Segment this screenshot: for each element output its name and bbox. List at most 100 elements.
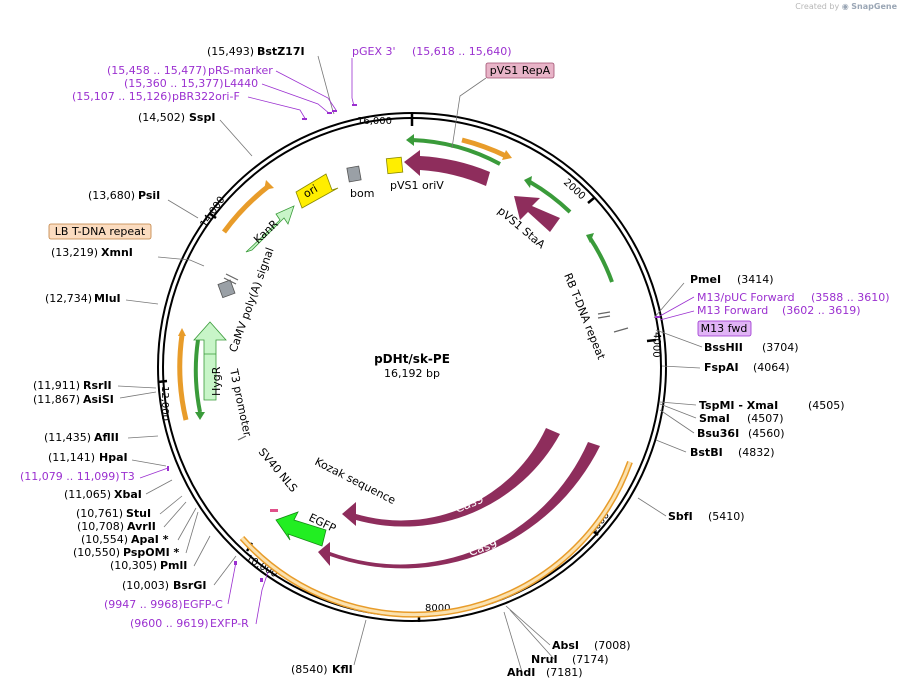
svg-text:(3704): (3704) [762, 341, 799, 354]
oriv-origin-box [385, 156, 404, 175]
plasmid-name: pDHt/sk-PE [374, 352, 450, 366]
svg-text:(11,867): (11,867) [33, 393, 80, 406]
site-sspi[interactable]: (14,502)SspI [138, 111, 215, 124]
site-tspmi-xmai[interactable]: TspMI - XmaI(4505) [699, 399, 845, 412]
primer-exfp-r[interactable]: (9600 .. 9619)EXFP-R [130, 617, 249, 630]
svg-text:XmnI: XmnI [101, 246, 133, 259]
site-smai[interactable]: SmaI(4507) [699, 412, 784, 425]
svg-text:M13 Forward: M13 Forward [697, 304, 768, 317]
site-psii[interactable]: (13,680)PsiI [88, 189, 160, 202]
svg-text:NruI: NruI [531, 653, 558, 666]
pvs1-repa-label: pVS1 RepA [490, 64, 551, 77]
tick-marks [157, 113, 657, 622]
svg-text:PsiI: PsiI [138, 189, 160, 202]
primer-m13-forward[interactable]: M13 Forward (3602 .. 3619) [697, 304, 861, 317]
site-bstz17i[interactable]: (15,493)BstZ17I [207, 45, 305, 58]
cas9-arrow-inner [342, 428, 560, 527]
svg-text:KflI: KflI [332, 663, 353, 676]
svg-text:AflII: AflII [94, 431, 119, 444]
svg-text:(9600 .. 9619): (9600 .. 9619) [130, 617, 209, 630]
site-pspomi[interactable]: (10,550)PspOMI * [73, 546, 180, 559]
ori-label: ori [301, 182, 320, 200]
orf-arc-bottom-fill [240, 461, 632, 617]
kozak-label: Kozak sequence [313, 455, 398, 507]
svg-text:TspMI - XmaI: TspMI - XmaI [699, 399, 778, 412]
site-bstbi[interactable]: BstBI(4832) [690, 446, 775, 459]
site-kfli[interactable]: (8540) KflI [291, 663, 353, 676]
svg-text:SspI: SspI [189, 111, 215, 124]
site-bsu36i[interactable]: Bsu36I (4560) [697, 427, 785, 440]
svg-text:(4507): (4507) [747, 412, 784, 425]
orf-arc-green-right [588, 236, 614, 283]
site-absi[interactable]: AbsI(7008) [552, 639, 631, 652]
svg-text:AsiSI: AsiSI [83, 393, 114, 406]
primer-m13-puc-forward[interactable]: M13/pUC Forward(3588 .. 3610) [697, 291, 890, 304]
site-bsrgi[interactable]: (10,003)BsrGI [122, 579, 206, 592]
svg-text:(15,618 .. 15,640): (15,618 .. 15,640) [412, 45, 512, 58]
svg-text:(8540): (8540) [291, 663, 328, 676]
lb-tdna-label: LB T-DNA repeat [55, 225, 146, 238]
pvs1-staa-arrow [514, 196, 560, 232]
watermark-brand: SnapGene [851, 2, 897, 11]
primer-t3[interactable]: (11,079 .. 11,099)T3 [20, 470, 135, 483]
site-asisi[interactable]: (11,867)AsiSI [33, 393, 114, 406]
site-fspai[interactable]: FspAI(4064) [704, 361, 790, 374]
svg-text:(10,554): (10,554) [81, 533, 128, 546]
svg-text:(15,360 .. 15,377): (15,360 .. 15,377) [124, 77, 224, 90]
svg-text:(13,219): (13,219) [51, 246, 98, 259]
snapgene-watermark: Created by ◉ SnapGene [795, 2, 897, 11]
m13-fwd-box[interactable]: M13 fwd [697, 320, 752, 337]
svg-text:FspAI: FspAI [704, 361, 739, 374]
snapgene-logo-icon: ◉ [841, 2, 849, 11]
site-avrii[interactable]: (10,708)AvrII [77, 520, 156, 533]
svg-text:(4560): (4560) [748, 427, 785, 440]
site-sbfi[interactable]: SbfI(5410) [668, 510, 745, 523]
svg-text:(11,065): (11,065) [64, 488, 111, 501]
svg-text:(10,003): (10,003) [122, 579, 169, 592]
svg-text:(5410): (5410) [708, 510, 745, 523]
svg-text:(3602 .. 3619): (3602 .. 3619) [782, 304, 861, 317]
site-hpai[interactable]: (11,141)HpaI [48, 451, 128, 464]
svg-text:(4832): (4832) [738, 446, 775, 459]
primer-pbr322ori-f[interactable]: (15,107 .. 15,126)pBR322ori-F [72, 90, 240, 103]
site-bsshii[interactable]: BssHII(3704) [704, 341, 799, 354]
tick-label-16000: 16,000 [357, 116, 392, 127]
orf-arc-green-top-head [406, 134, 414, 146]
site-pmei[interactable]: PmeI(3414) [690, 273, 774, 286]
pvs1-repa-box[interactable]: pVS1 RepA [485, 62, 555, 79]
site-ahdi[interactable]: AhdI(7181) [507, 666, 583, 679]
svg-text:(15,107 .. 15,126): (15,107 .. 15,126) [72, 90, 172, 103]
svg-text:BstZ17I: BstZ17I [257, 45, 305, 58]
site-nrui[interactable]: NruI(7174) [531, 653, 609, 666]
lb-tdna-box[interactable]: LB T-DNA repeat [48, 223, 152, 240]
site-apai[interactable]: (10,554)ApaI * [81, 533, 169, 546]
orf-arc-hygr-left-head [178, 328, 186, 336]
rb-tdna-label: RB T-DNA repeat [561, 271, 608, 362]
primer-prs-marker[interactable]: (15,458 .. 15,477)pRS-marker [107, 64, 273, 77]
site-mlui[interactable]: (12,734)MluI [45, 292, 121, 305]
site-stui[interactable]: (10,761)StuI [76, 507, 151, 520]
site-rsrii[interactable]: (11,911)RsrII [33, 379, 112, 392]
svg-text:M13/pUC Forward: M13/pUC Forward [697, 291, 795, 304]
tick-label-4000: 4000 [650, 332, 662, 358]
orf-arc-hygr-left [177, 334, 189, 421]
site-xbai[interactable]: (11,065)XbaI [64, 488, 142, 501]
orf-arc-green-right-head [586, 233, 594, 243]
svg-text:(15,493): (15,493) [207, 45, 254, 58]
bom-box [346, 165, 362, 183]
primer-pgex3[interactable]: pGEX 3' (15,618 .. 15,640) [352, 45, 512, 58]
site-labels: (15,493)BstZ17I (14,502)SspI (13,680)Psi… [33, 45, 845, 679]
orf-arc-green-top [411, 138, 501, 166]
svg-text:XbaI: XbaI [114, 488, 142, 501]
tick-14000 [208, 211, 217, 220]
svg-text:MluI: MluI [94, 292, 121, 305]
site-pmli[interactable]: (10,305)PmlI [110, 559, 187, 572]
svg-text:Bsu36I: Bsu36I [697, 427, 739, 440]
primer-egfp-c[interactable]: (9947 .. 9968)EGFP-C [104, 598, 223, 611]
primer-marks [167, 104, 660, 582]
svg-text:PmlI: PmlI [160, 559, 187, 572]
site-aflii[interactable]: (11,435)AflII [44, 431, 119, 444]
primer-l4440[interactable]: (15,360 .. 15,377)L4440 [124, 77, 258, 90]
svg-text:pGEX 3': pGEX 3' [352, 45, 396, 58]
site-xmni[interactable]: (13,219)XmnI [51, 246, 133, 259]
